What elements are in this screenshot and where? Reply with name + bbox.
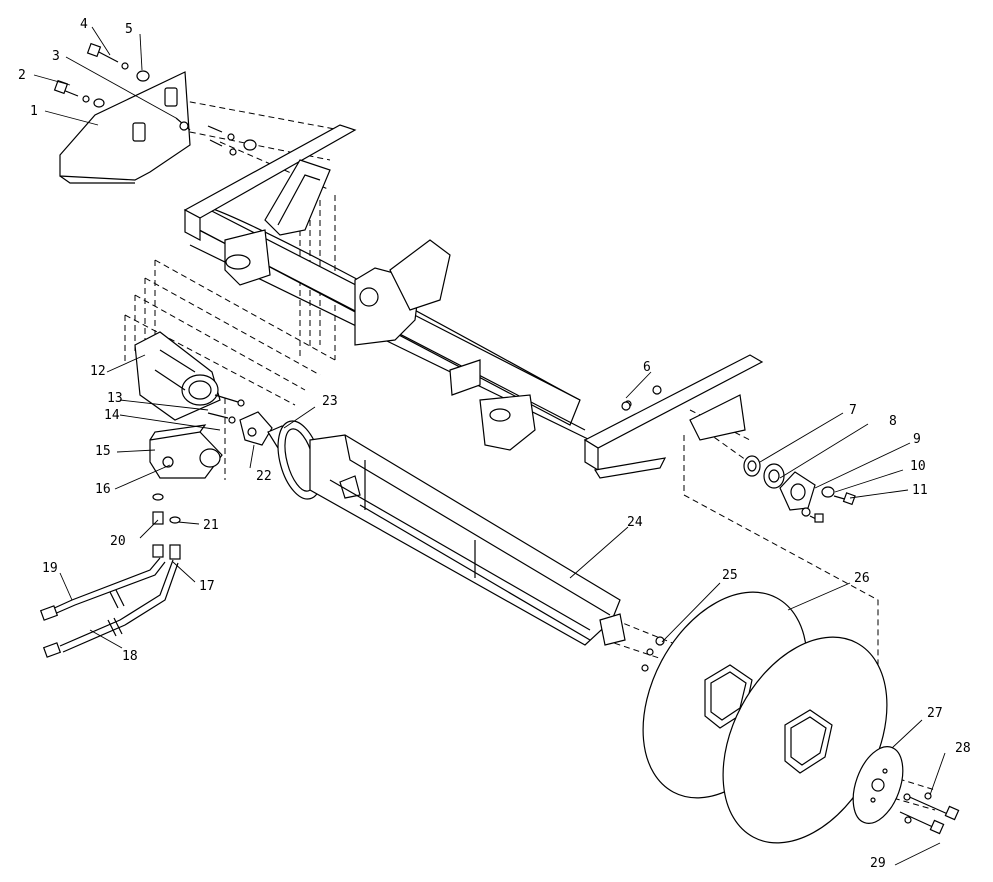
- callout-21: 21: [203, 518, 219, 533]
- callout-1: 1: [30, 104, 38, 119]
- part-26-disc-blades: [642, 591, 888, 844]
- callout-16: 16: [95, 482, 111, 497]
- callout-27: 27: [927, 706, 943, 721]
- part-25-hardware: [641, 636, 665, 672]
- part-24-reel-tube: [277, 420, 626, 646]
- parts-7-11-bearing-assembly: [743, 455, 856, 523]
- callout-5: 5: [125, 22, 133, 37]
- part-1-deflector-shield: [59, 71, 191, 184]
- parts-28-29-bolts: [899, 792, 960, 835]
- callout-24: 24: [627, 515, 643, 530]
- part-6-nut: [621, 401, 631, 411]
- parts-13-14-fasteners: [207, 394, 245, 424]
- part-15-hydraulic-motor: [149, 424, 223, 479]
- hardware-bolts-2-5: [53, 42, 257, 156]
- callout-23: 23: [322, 394, 338, 409]
- callout-4: 4: [80, 17, 88, 32]
- hydraulic-hoses-and-fittings: [39, 493, 181, 658]
- callout-3: 3: [52, 49, 60, 64]
- callout-17: 17: [199, 579, 215, 594]
- callout-29: 29: [870, 856, 886, 871]
- callout-6: 6: [643, 360, 651, 375]
- callout-labels: 1 2 3 4 5 6 7 8 9 10 11 12 13 14 15 16 1…: [18, 17, 971, 871]
- callout-10: 10: [910, 459, 926, 474]
- callout-14: 14: [104, 408, 120, 423]
- callout-2: 2: [18, 68, 26, 83]
- callout-8: 8: [889, 414, 897, 429]
- right-cross-bar: [583, 354, 764, 479]
- callout-19: 19: [42, 561, 58, 576]
- callout-28: 28: [955, 741, 971, 756]
- callout-18: 18: [122, 649, 138, 664]
- callout-7: 7: [849, 403, 857, 418]
- main-frame-beam: [189, 204, 591, 451]
- left-cross-bar: [183, 124, 357, 241]
- callout-25: 25: [722, 568, 738, 583]
- callout-11: 11: [912, 483, 928, 498]
- callout-22: 22: [256, 469, 272, 484]
- callout-26: 26: [854, 571, 870, 586]
- callout-15: 15: [95, 444, 111, 459]
- callout-9: 9: [913, 432, 921, 447]
- part-27-end-plate: [852, 746, 904, 824]
- leader-lines: [33, 26, 946, 866]
- callout-13: 13: [107, 391, 123, 406]
- part-12-bearing-housing: [134, 331, 221, 421]
- callout-12: 12: [90, 364, 106, 379]
- callout-20: 20: [110, 534, 126, 549]
